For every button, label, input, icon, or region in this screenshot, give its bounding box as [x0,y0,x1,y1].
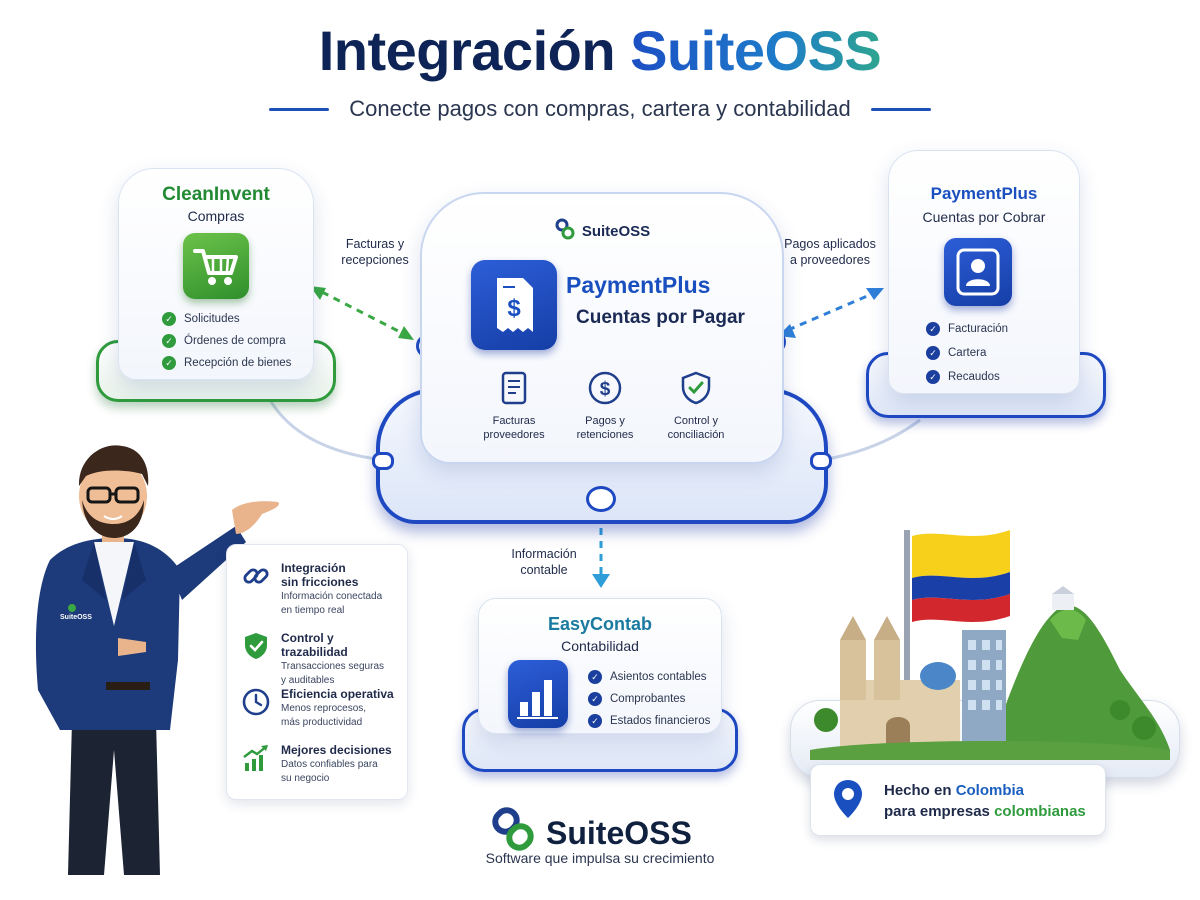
presenter-illustration [35,445,279,875]
list-item: ✓Facturación [926,322,1008,336]
center-module: Cuentas por Pagar [576,307,745,328]
connector-node-right-low [810,452,832,470]
connector-right-line [821,418,921,462]
list-item: ✓Órdenes de compra [162,334,291,348]
list-item: ✓Asientos contables [588,670,710,684]
easycontab-title: EasyContab [547,614,653,634]
check-icon: ✓ [162,356,176,370]
list-item: ✓Solicitudes [162,312,291,326]
dollar-circle-icon: $ [587,370,623,406]
receivables-list: ✓Facturación ✓Cartera ✓Recaudos [926,322,1008,384]
page-subtitle: Conecte pagos con compras, cartera y con… [349,96,851,121]
check-icon: ✓ [926,322,940,336]
benefit-decisions: Mejores decisiones Datos confiables para… [241,743,401,785]
arrow-left-head-a [310,286,326,300]
arrow-label-down: Información contable [511,547,577,577]
list-item: ✓Estados financieros [588,714,710,728]
receivables-module: Cuentas por Cobrar [922,209,1046,225]
check-icon: ✓ [926,370,940,384]
cleaninvent-title: CleanInvent [162,184,270,205]
document-icon [496,370,532,406]
footer-tagline: Software que impulsa su crecimiento [485,850,715,866]
list-item: ✓Cartera [926,346,1008,360]
location-pin-icon [832,778,864,825]
connector-node-left-low [372,452,394,470]
user-icon [944,238,1012,306]
arrow-right-dashed [787,292,873,332]
title-part-2: SuiteOSS [630,19,882,82]
benefits-panel: Integración sin fricciones Información c… [226,544,408,800]
list-item: ✓Comprobantes [588,692,710,706]
feature-control: Control y conciliación [646,370,746,442]
link-icon [241,561,271,591]
arrow-down-head [592,574,610,588]
arrow-label-right: Pagos aplicados a proveedores [784,237,876,267]
benefit-control: Control y trazabilidad Transacciones seg… [241,631,401,687]
shield-check-icon [678,370,714,406]
check-icon: ✓ [588,714,602,728]
feature-pagos: $ Pagos y retenciones [555,370,655,442]
arrow-label-left: Facturas y recepciones [341,237,409,267]
page-title: Integración SuiteOSS [0,18,1200,83]
easycontab-module: Contabilidad [561,638,639,654]
arrow-left-dashed [321,290,405,336]
feature-facturas: Facturas proveedores [464,370,564,442]
benefit-integration: Integración sin fricciones Información c… [241,561,401,617]
subtitle-divider-right [870,107,931,111]
footer-brand: SuiteOSS [490,806,692,860]
bar-chart-icon [508,660,568,728]
list-item: ✓Recepción de bienes [162,356,291,370]
title-part-1: Integración [318,19,616,82]
easycontab-list: ✓Asientos contables ✓Comprobantes ✓Estad… [588,670,710,728]
invoice-dollar-icon: $ [471,260,557,350]
check-icon: ✓ [588,692,602,706]
clock-icon [241,687,271,717]
check-icon: ✓ [162,312,176,326]
subtitle-divider-left [269,107,330,111]
colombia-line-1: Hecho en Colombia [884,782,1025,799]
colombia-line-2: para empresas colombianas [884,803,1086,820]
suiteoss-logo-icon [490,806,536,860]
colombia-illustration [810,530,1170,760]
shopping-cart-icon [183,233,249,299]
subtitle-row: Conecte pagos con compras, cartera y con… [0,96,1200,122]
arrow-right-head-b [866,288,884,300]
center-brand: SuiteOSS [420,218,784,244]
cleaninvent-module: Compras [187,208,245,224]
shield-check-icon [241,631,271,661]
suiteoss-logo-icon [554,218,576,244]
check-icon: ✓ [588,670,602,684]
check-icon: ✓ [926,346,940,360]
cleaninvent-list: ✓Solicitudes ✓Órdenes de compra ✓Recepci… [162,312,291,370]
connector-left-line [268,399,385,462]
growth-chart-icon [241,743,271,773]
connector-node-bottom [586,486,616,512]
arrow-left-head-b [398,326,414,340]
receivables-title: PaymentPlus [930,184,1038,203]
svg-text:$: $ [507,295,521,322]
jacket-badge: SuiteOSS [60,614,92,621]
list-item: ✓Recaudos [926,370,1008,384]
center-title: PaymentPlus [566,272,711,298]
benefit-efficiency: Eficiencia operativa Menos reprocesos, m… [241,687,401,729]
check-icon: ✓ [162,334,176,348]
svg-text:$: $ [600,379,611,400]
